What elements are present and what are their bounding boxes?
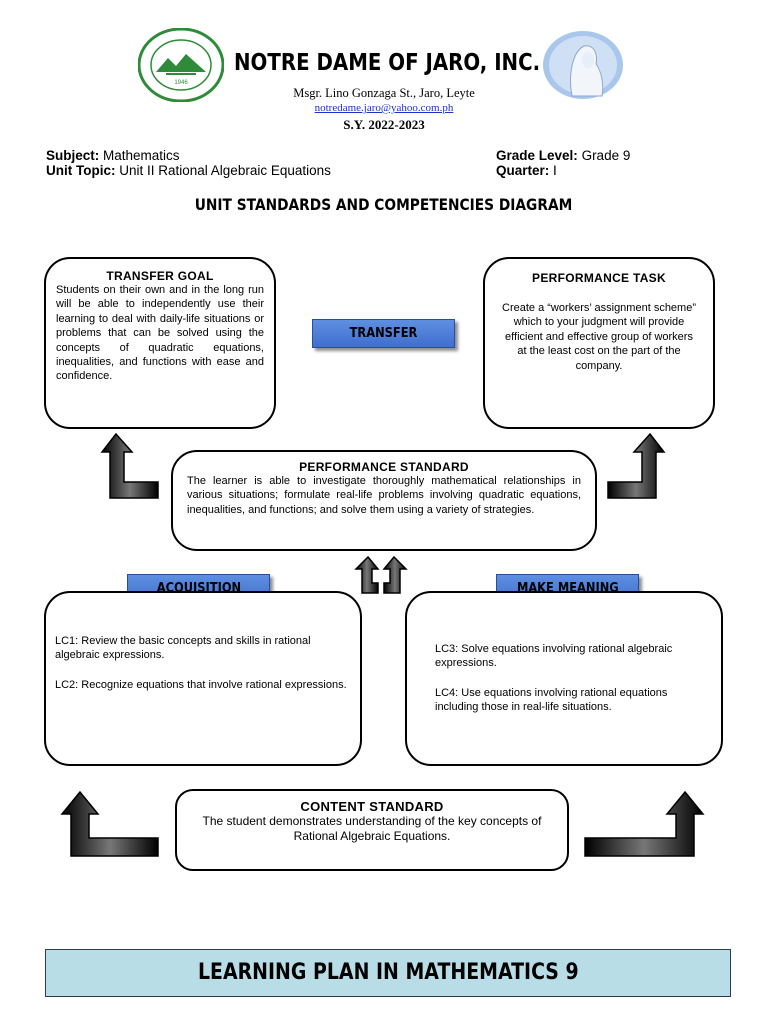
subject-label: Subject: xyxy=(46,148,100,163)
grade-level-line: Grade Level: Grade 9 xyxy=(496,148,630,163)
virgin-mary-image xyxy=(543,31,623,99)
quarter-line: Quarter: I xyxy=(496,163,557,178)
unit-topic-label: Unit Topic: xyxy=(46,163,116,178)
school-seal-logo: 1946 xyxy=(138,28,224,102)
lc4-text: LC4: Use equations involving rational eq… xyxy=(435,686,668,714)
subject-value: Mathematics xyxy=(103,148,180,163)
transfer-goal-text: Students on their own and in the long ru… xyxy=(56,284,264,383)
quarter-label: Quarter: xyxy=(496,163,550,178)
unit-topic-line: Unit Topic: Unit II Rational Algebraic E… xyxy=(46,163,331,178)
lc1-text: LC1: Review the basic concepts and skill… xyxy=(55,635,311,662)
transfer-goal-box: TRANSFER GOAL Students on their own and … xyxy=(44,257,276,429)
arrows-up-center xyxy=(354,555,408,594)
diagram-title: UNIT STANDARDS AND COMPETENCIES DIAGRAM xyxy=(195,195,573,214)
learning-plan-banner: LEARNING PLAN IN MATHEMATICS 9 xyxy=(45,949,731,997)
seal-year: 1946 xyxy=(174,80,188,86)
unit-topic-value: Unit II Rational Algebraic Equations xyxy=(119,163,331,178)
learning-plan-title: LEARNING PLAN IN MATHEMATICS 9 xyxy=(197,960,579,985)
lc3-text: LC3: Solve equations involving rational … xyxy=(435,643,673,670)
subject-line: Subject: Mathematics xyxy=(46,148,180,163)
content-standard-box: CONTENT STANDARD The student demonstrate… xyxy=(175,789,569,871)
content-standard-title: CONTENT STANDARD xyxy=(300,799,444,814)
performance-task-text: Create a “workers’ assignment scheme” wh… xyxy=(502,302,696,372)
transfer-goal-title: TRANSFER GOAL xyxy=(106,269,214,283)
quarter-value: I xyxy=(553,163,557,178)
acquisition-box: LC1: Review the basic concepts and skill… xyxy=(44,591,362,766)
grade-level-label: Grade Level: xyxy=(496,148,578,163)
arrow-up-right-top xyxy=(607,432,666,499)
make-meaning-box: LC3: Solve equations involving rational … xyxy=(405,591,723,766)
performance-standard-text: The learner is able to investigate thoro… xyxy=(187,475,581,516)
arrow-up-right-bottom xyxy=(584,790,705,857)
arrow-up-left-bottom xyxy=(60,790,159,857)
performance-standard-title: PERFORMANCE STANDARD xyxy=(299,460,469,474)
school-email-link[interactable]: notredame.jaro@yahoo.com.ph xyxy=(314,102,454,114)
content-standard-text: The student demonstrates understanding o… xyxy=(202,814,542,843)
performance-task-title: PERFORMANCE TASK xyxy=(532,271,666,285)
school-name: NOTRE DAME OF JARO, INC. xyxy=(234,50,541,76)
arrow-up-left-top xyxy=(100,432,159,499)
school-address: Msgr. Lino Gonzaga St., Jaro, Leyte xyxy=(293,86,475,100)
transfer-label: TRANSFER xyxy=(312,319,455,348)
performance-task-box: PERFORMANCE TASK Create a “workers’ assi… xyxy=(483,257,715,429)
grade-level-value: Grade 9 xyxy=(581,148,631,163)
lc2-text: LC2: Recognize equations that involve ra… xyxy=(55,678,347,691)
school-year: S.Y. 2022-2023 xyxy=(343,117,425,132)
performance-standard-box: PERFORMANCE STANDARD The learner is able… xyxy=(171,450,597,551)
